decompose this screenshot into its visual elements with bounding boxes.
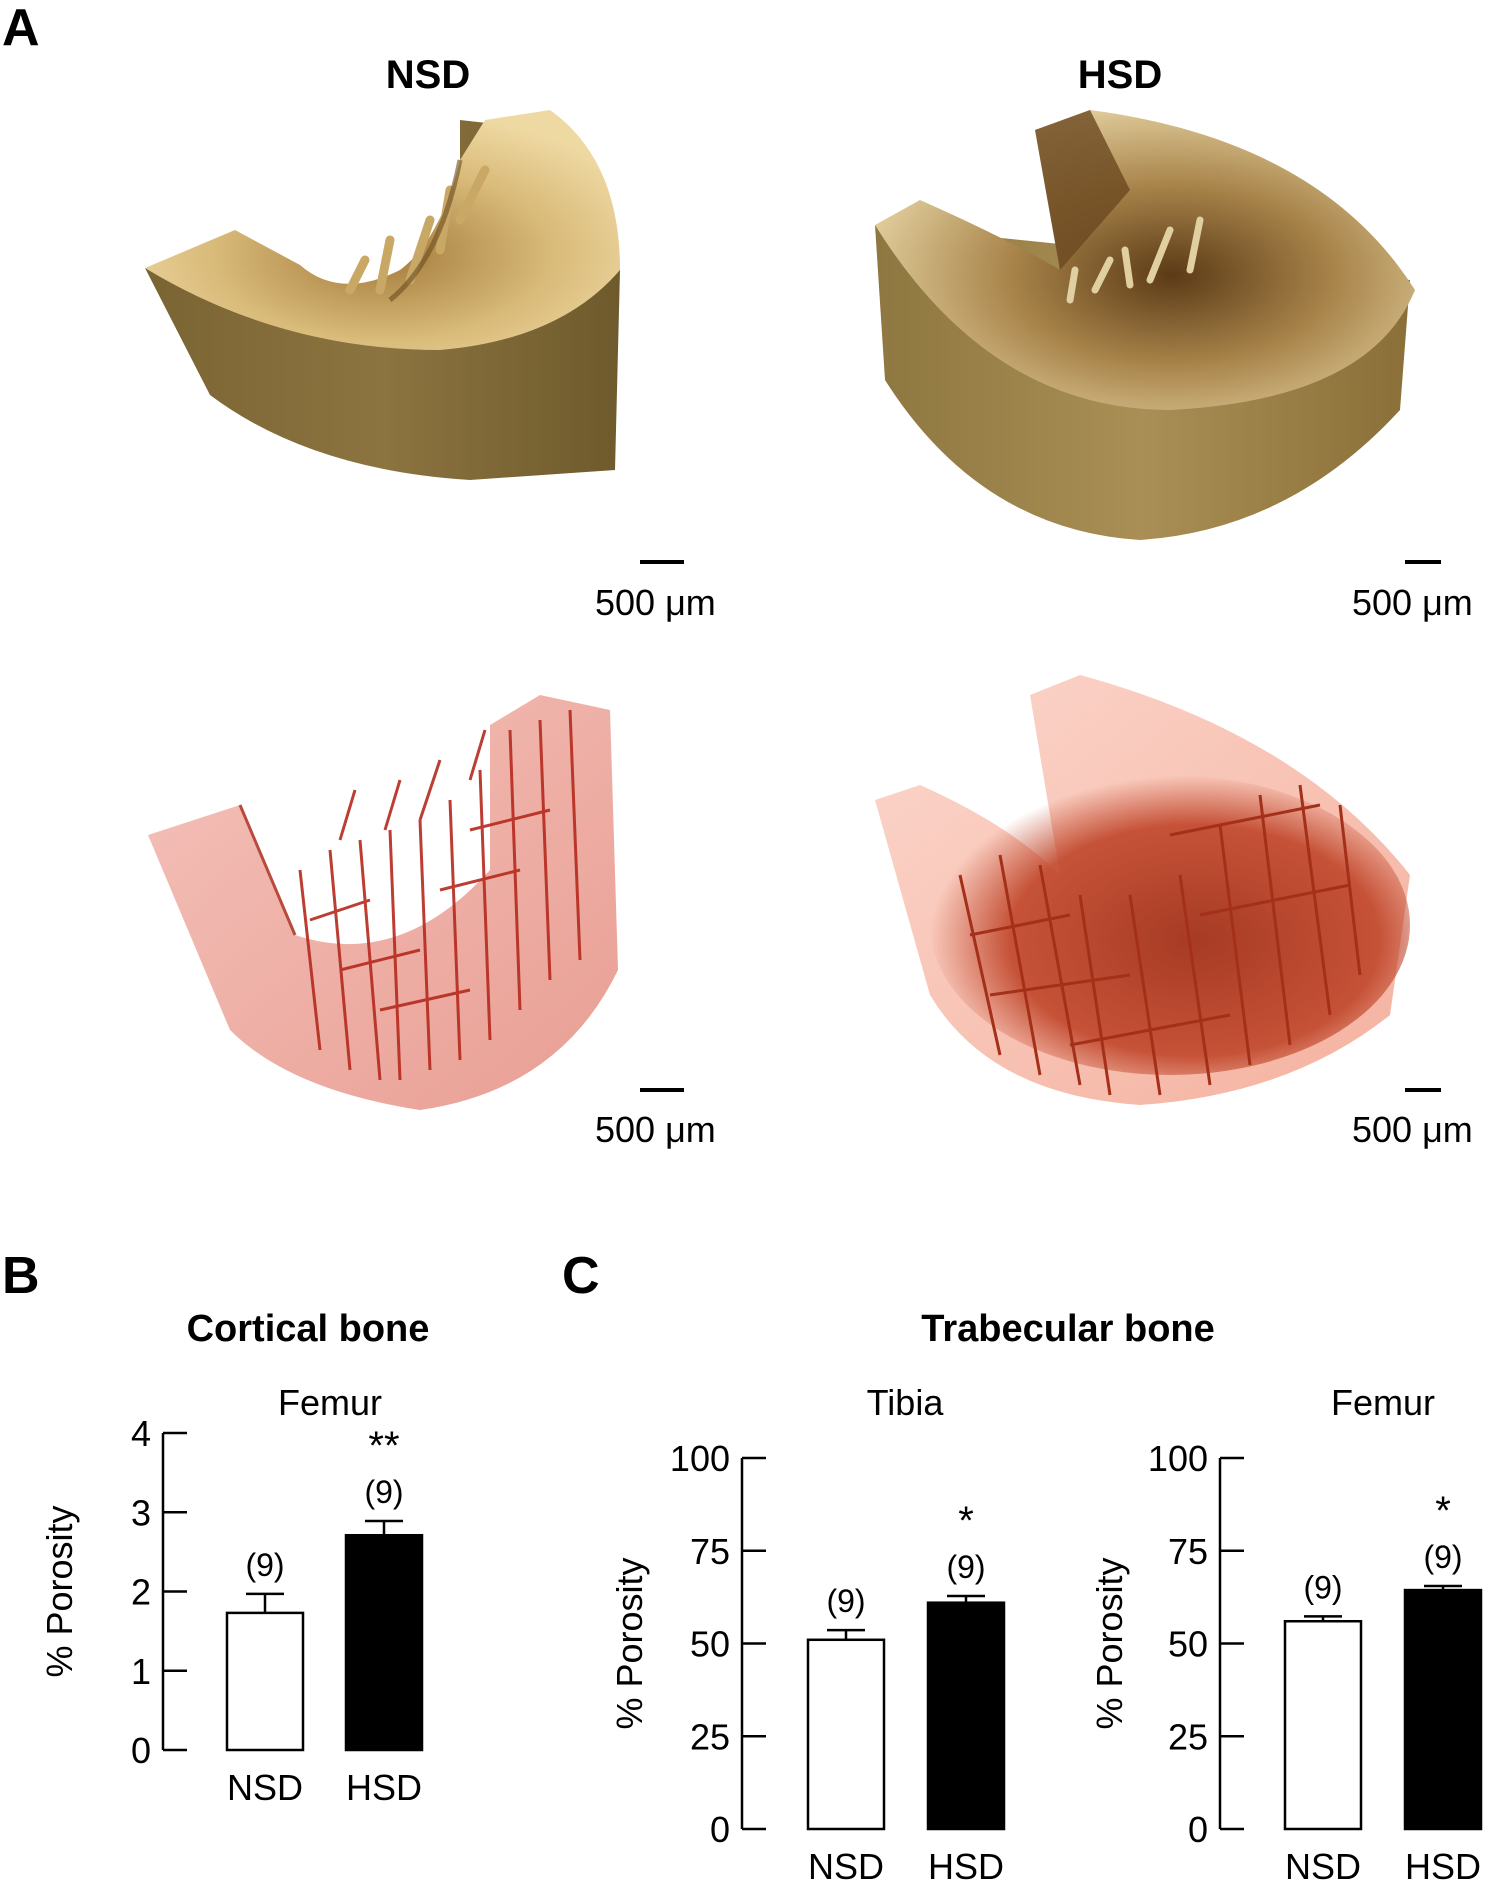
scale-bar-hsd-vasculature [1405, 1088, 1441, 1092]
panel-b-title: Cortical bone [186, 1308, 430, 1350]
y-axis-label: % Porosity [39, 1505, 80, 1677]
n-label: (9) [1303, 1569, 1342, 1605]
n-label: (9) [245, 1547, 284, 1583]
x-tick-label: NSD [1285, 1846, 1361, 1887]
y-axis-label: % Porosity [609, 1557, 650, 1729]
x-tick-label: NSD [808, 1846, 884, 1887]
y-tick-label: 0 [710, 1809, 730, 1850]
panel-b-letter: B [2, 1247, 40, 1305]
x-tick-label: NSD [227, 1767, 303, 1808]
scale-label-hsd-bone: 500 μm [1352, 582, 1473, 623]
scale-label-nsd-bone: 500 μm [595, 582, 716, 623]
bar-nsd [225, 1611, 305, 1752]
y-tick-label: 3 [131, 1492, 151, 1533]
chart-trabecular-tibia: Tibia % Porosity 0 25 50 75 100 (9) NSD (9) * HSD [609, 1382, 1006, 1887]
x-tick-label: HSD [1405, 1846, 1481, 1887]
column-title-nsd: NSD [385, 53, 471, 97]
y-tick-label: 0 [131, 1730, 151, 1771]
bar-hsd [926, 1601, 1006, 1831]
n-label: (9) [1423, 1539, 1462, 1575]
scale-label-hsd-vasculature: 500 μm [1352, 1109, 1473, 1150]
bar-hsd [1403, 1588, 1483, 1831]
y-tick-label: 75 [690, 1531, 730, 1572]
scale-bar-hsd-bone [1405, 560, 1441, 564]
y-tick-label: 100 [670, 1438, 730, 1479]
chart-title: Tibia [867, 1382, 945, 1423]
chart-trabecular-femur: Femur % Porosity 0 25 50 75 100 (9) NSD (9) * HSD [1089, 1382, 1483, 1887]
chart-cortical-femur: Femur % Porosity 0 1 2 3 4 (9) NSD (9) ** HSD [39, 1382, 424, 1808]
n-label: (9) [946, 1549, 985, 1585]
y-tick-label: 75 [1168, 1531, 1208, 1572]
bar-nsd [806, 1638, 886, 1831]
significance-marker: * [958, 1499, 974, 1543]
y-tick-label: 1 [131, 1651, 151, 1692]
bar-nsd [1283, 1619, 1363, 1831]
scale-bar-nsd-bone [640, 560, 684, 564]
y-tick-label: 50 [690, 1624, 730, 1665]
y-tick-label: 100 [1148, 1438, 1208, 1479]
bar-hsd [344, 1533, 424, 1752]
y-tick-label: 50 [1168, 1624, 1208, 1665]
panel-c-letter: C [562, 1247, 600, 1305]
nsd-bone-render [145, 110, 620, 480]
y-tick-label: 4 [131, 1413, 151, 1454]
y-tick-label: 0 [1188, 1809, 1208, 1850]
y-tick-label: 25 [690, 1716, 730, 1757]
n-label: (9) [364, 1474, 403, 1510]
scale-label-nsd-vasculature: 500 μm [595, 1109, 716, 1150]
panel-c-title: Trabecular bone [921, 1308, 1215, 1350]
hsd-bone-render [875, 110, 1415, 540]
column-title-hsd: HSD [1077, 53, 1163, 97]
chart-title: Femur [1331, 1382, 1435, 1423]
x-tick-label: HSD [928, 1846, 1004, 1887]
y-axis-label: % Porosity [1089, 1557, 1130, 1729]
significance-marker: ** [368, 1424, 399, 1468]
n-label: (9) [826, 1583, 865, 1619]
nsd-vasculature-render [148, 695, 618, 1110]
chart-title: Femur [278, 1382, 382, 1423]
y-tick-label: 2 [131, 1572, 151, 1613]
hsd-vasculature-render [875, 675, 1410, 1105]
x-tick-label: HSD [346, 1767, 422, 1808]
significance-marker: * [1435, 1489, 1451, 1533]
panel-a-letter: A [2, 0, 40, 57]
scale-bar-nsd-vasculature [640, 1088, 684, 1092]
y-tick-label: 25 [1168, 1716, 1208, 1757]
